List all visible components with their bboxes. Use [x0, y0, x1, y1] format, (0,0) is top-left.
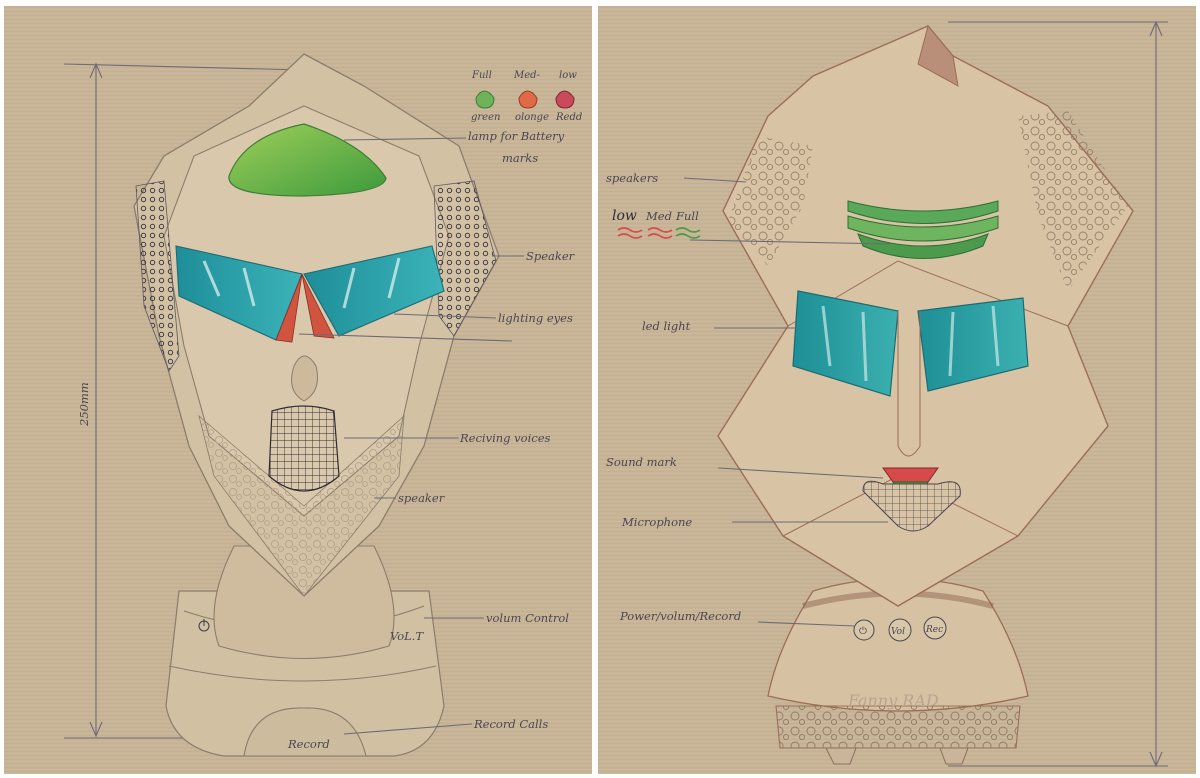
legend-orange-drop [519, 91, 537, 108]
speaker-lower-label: speaker [398, 491, 446, 505]
legend-green-label: green [471, 112, 500, 123]
base-speaker-band [776, 706, 1020, 748]
speakers-label: speakers [606, 171, 658, 185]
left-sketch-drawing: Full Med- low green olonge Redd lamp for… [4, 6, 592, 774]
legend-full-label: Full [675, 209, 699, 223]
left-sketch-sheet: Full Med- low green olonge Redd lamp for… [4, 6, 592, 774]
voices-label: Reciving voices [459, 431, 551, 445]
vol-button-label: Vol [891, 627, 905, 637]
voice-grille [269, 406, 339, 491]
dimension-label: 250mm [77, 382, 91, 427]
legend-med-label: Med [645, 209, 672, 223]
battery-label-line1: lamp for Battery [468, 129, 565, 143]
volume-label: volum Control [486, 611, 569, 625]
legend-full-wave [676, 228, 700, 238]
signature: Fanny RAD [847, 691, 939, 710]
legend-full-label: Full [471, 70, 492, 81]
sound-mark-label: Sound mark [606, 455, 677, 469]
legend-orange-label: olonge [515, 112, 549, 123]
legend-red-label: Redd [555, 112, 582, 123]
record-button-label: Record [287, 737, 330, 751]
right-sketch-sheet: ⏻ Vol Rec Fanny RAD speakers low Med Ful… [598, 6, 1196, 774]
legend-med-label: Med- [513, 70, 541, 81]
sound-mark [883, 468, 938, 482]
power-icon: ⏻ [859, 626, 867, 637]
legend-low-wave [618, 228, 642, 238]
microphone-label: Microphone [621, 515, 692, 529]
eyes-label: lighting eyes [498, 311, 573, 325]
legend-green-drop [476, 91, 494, 108]
controls-label: Power/volum/Record [619, 609, 741, 623]
legend-red-drop [556, 91, 574, 108]
right-sketch-drawing: ⏻ Vol Rec Fanny RAD speakers low Med Ful… [598, 6, 1196, 774]
legend-low-label: low [559, 70, 577, 81]
battery-label-line2: marks [502, 151, 538, 165]
rec-button-label: Rec [925, 625, 943, 635]
led-light-label: led light [642, 319, 691, 333]
vol-button-label: VoL.T [390, 629, 424, 643]
legend-low-label: low [612, 208, 637, 224]
record-calls-label: Record Calls [473, 717, 548, 731]
legend-med-wave [648, 228, 672, 238]
speaker-upper-label: Speaker [526, 249, 576, 263]
right-speaker-holes [434, 181, 496, 336]
